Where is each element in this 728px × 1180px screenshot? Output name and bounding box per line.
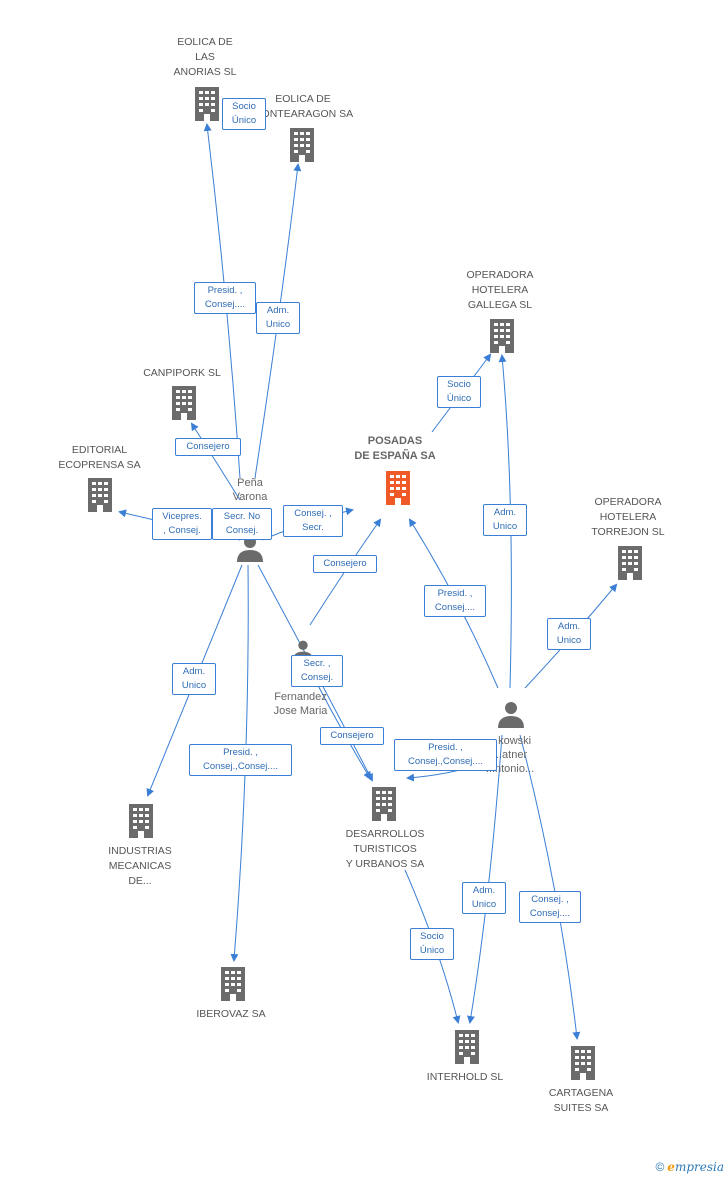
company-label-canpipork[interactable]: CANPIPORK SL [143,367,221,379]
edge-label-adm-unico[interactable]: Adm. Unico [547,618,591,650]
edge-label-adm-unico[interactable]: Adm. Unico [462,882,506,914]
edge-label-adm-unico[interactable]: Adm. Unico [483,504,527,536]
edge-kowski-cartagena [519,734,581,1040]
brand-watermark: ©empresia [655,1160,724,1174]
edge-label-consejero[interactable]: Consejero [313,555,377,573]
person-label-pena[interactable]: Peña Varona [232,477,268,503]
company-label-editorial[interactable]: EDITORIAL ECOPRENSA SA [58,444,141,471]
building-icon [455,1030,479,1064]
edge-label-secr-consej[interactable]: Secr. , Consej. [291,655,343,687]
edge-label-presid-consej[interactable]: Presid. , Consej.... [194,282,256,314]
edge-label-socio-unico[interactable]: Socio Único [437,376,481,408]
edge-label-consejero[interactable]: Consejero [320,727,384,745]
company-label-iberovaz[interactable]: IBEROVAZ SA [196,1008,266,1020]
edge-label-presid-consej[interactable]: Presid. , Consej.,Consej.... [189,744,292,776]
main-building-icon [386,471,410,505]
building-icon [88,478,112,512]
company-label-cartagena[interactable]: CARTAGENA SUITES SA [548,1087,614,1114]
company-label-posadas[interactable]: POSADAS DE ESPAÑA SA [354,435,436,462]
building-icon [129,804,153,838]
edge-label-presid-consej[interactable]: Presid. , Consej.... [424,585,486,617]
copyright-icon: © [655,1160,665,1174]
company-label-desarrollos[interactable]: DESARROLLOS TURISTICOS Y URBANOS SA [345,828,425,870]
edge-label-consejero[interactable]: Consejero [175,438,241,456]
building-icon [290,128,314,162]
building-icon [372,787,396,821]
building-icon [221,967,245,1001]
edge-label-socio-unico[interactable]: Socio Único [410,928,454,960]
company-label-eolica-anorias[interactable]: EOLICA DE LAS ANORIAS SL [173,36,237,78]
edge-label-adm-unico[interactable]: Adm. Unico [256,302,300,334]
edge-kowski-interhold [467,734,503,1024]
person-label-kowski[interactable]: ...kowski ...atner ...ntonio... [485,735,535,775]
edge-label-socio-unico[interactable]: Socio Único [222,98,266,130]
company-label-eolica-montearagon[interactable]: EOLICA DE MONTEARAGON SA [252,93,354,120]
edge-label-consej-secr[interactable]: Consej. , Secr. [283,505,343,537]
edge-label-vicepres-consej[interactable]: Vicepres. , Consej. [152,508,212,540]
brand-initial: e [667,1160,675,1174]
edge-label-adm-unico[interactable]: Adm. Unico [172,663,216,695]
person-label-fernandez[interactable]: Fernandez Jose Maria [273,691,328,717]
building-icon [172,386,196,420]
edge-label-presid-consej[interactable]: Presid. , Consej.,Consej.... [394,739,497,771]
brand-name: mpresia [674,1160,724,1174]
edge-label-secr-no-consej[interactable]: Secr. No Consej. [212,508,272,540]
building-icon [195,87,219,121]
building-icon [571,1046,595,1080]
company-label-op-gallega[interactable]: OPERADORA HOTELERA GALLEGA SL [466,269,534,311]
edge-pena-canpipork [190,422,241,501]
person-icon [498,702,524,728]
building-icon [490,319,514,353]
company-label-industrias[interactable]: INDUSTRIAS MECANICAS DE... [108,845,172,887]
company-label-interhold[interactable]: INTERHOLD SL [426,1071,504,1083]
company-label-op-torrejon[interactable]: OPERADORA HOTELERA TORREJON SL [591,496,665,538]
edge-label-consej-consej[interactable]: Consej. , Consej.... [519,891,581,923]
building-icon [618,546,642,580]
